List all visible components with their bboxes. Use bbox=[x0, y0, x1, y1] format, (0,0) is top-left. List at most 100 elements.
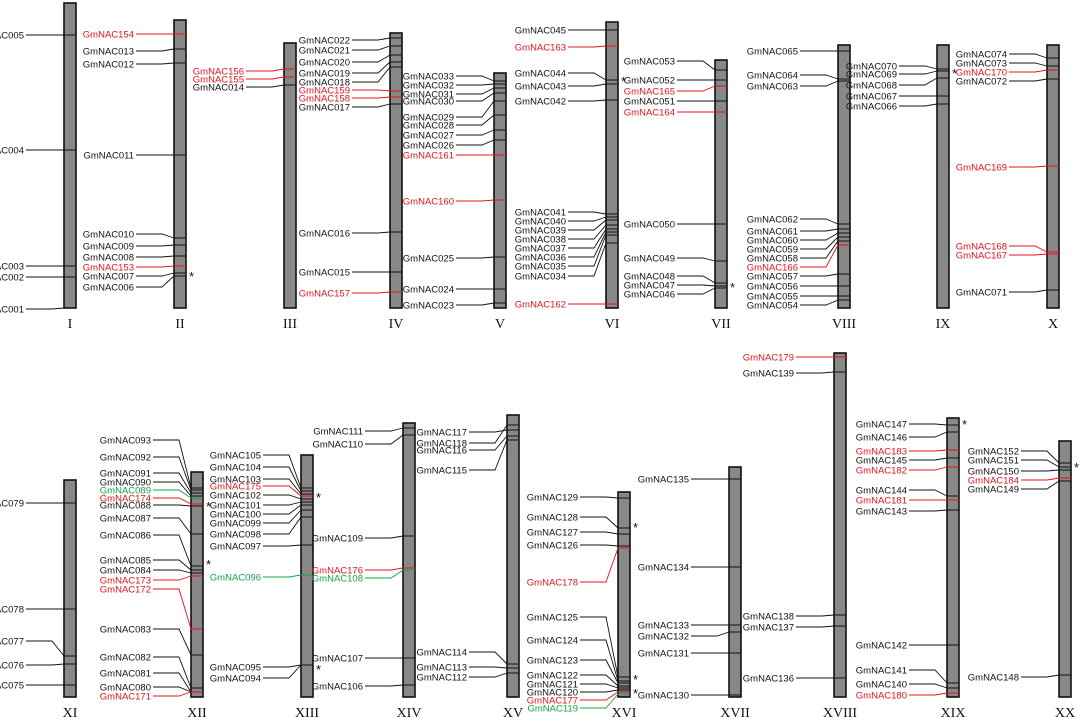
gene-leader-gmnac083 bbox=[153, 628, 192, 656]
gene-label-gmnac009: GmNAC009 bbox=[83, 241, 134, 252]
gene-label-gmnac042: GmNAC042 bbox=[515, 96, 566, 107]
chromosome-label-vii: VII bbox=[711, 317, 731, 332]
gene-label-gmnac163: GmNAC163 bbox=[515, 42, 566, 53]
gene-leader-gmnac146 bbox=[909, 431, 948, 438]
gene-leader-gmnac060 bbox=[800, 232, 839, 241]
gene-leader-gmnac086 bbox=[153, 534, 192, 567]
duplication-star-xiii: * bbox=[316, 490, 321, 505]
gene-leader-gmnac098 bbox=[263, 516, 302, 535]
gene-label-gmnac159: GmNAC159 bbox=[299, 85, 350, 96]
gene-label-gmnac026: GmNAC026 bbox=[403, 140, 454, 151]
gene-leader-gmnac087 bbox=[153, 517, 192, 535]
gene-leader-gmnac023 bbox=[456, 302, 495, 306]
gene-label-gmnac048: GmNAC048 bbox=[624, 271, 675, 282]
chromosome-label-xi: XI bbox=[63, 706, 78, 720]
gene-leader-gmnac054 bbox=[800, 299, 839, 306]
gene-leader-gmnac058 bbox=[800, 240, 839, 259]
gene-label-gmnac108: GmNAC108 bbox=[312, 573, 363, 584]
gene-leader-gmnac157 bbox=[352, 291, 391, 294]
gene-leader-gmnac093 bbox=[153, 439, 192, 489]
gene-leader-gmnac177 bbox=[580, 691, 619, 701]
gene-leader-gmnac110 bbox=[365, 434, 404, 445]
gene-leader-gmnac100 bbox=[263, 504, 302, 515]
gene-label-gmnac112: GmNAC112 bbox=[416, 672, 467, 683]
gene-label-gmnac165: GmNAC165 bbox=[624, 86, 675, 97]
gene-leader-gmnac057 bbox=[800, 273, 839, 277]
gene-leader-gmnac122 bbox=[580, 674, 619, 687]
gene-leader-gmnac175 bbox=[263, 485, 302, 497]
chromosome-label-xv: XV bbox=[503, 706, 523, 720]
gene-label-gmnac101: GmNAC101 bbox=[210, 500, 261, 511]
chromosome-label-xx: XX bbox=[1055, 706, 1075, 720]
gene-label-gmnac066: GmNAC066 bbox=[846, 101, 897, 112]
gene-leader-gmnac092 bbox=[153, 456, 192, 491]
gene-label-gmnac105: GmNAC105 bbox=[210, 450, 261, 461]
gene-leader-gmnac085 bbox=[153, 559, 192, 571]
gene-leader-gmnac076 bbox=[26, 663, 65, 666]
gene-leader-gmnac182 bbox=[909, 466, 948, 471]
chromosome-xii-bar bbox=[190, 471, 204, 698]
gene-leader-gmnac165 bbox=[677, 85, 716, 92]
gene-label-gmnac160: GmNAC160 bbox=[403, 196, 454, 207]
gene-label-gmnac049: GmNAC049 bbox=[624, 253, 675, 264]
gene-label-gmnac135: GmNAC135 bbox=[638, 474, 689, 485]
gene-leader-gmnac176 bbox=[365, 567, 404, 571]
gene-label-gmnac013: GmNAC013 bbox=[83, 46, 134, 57]
gene-label-gmnac155: GmNAC155 bbox=[193, 74, 244, 85]
gene-leader-gmnac158 bbox=[352, 96, 391, 99]
gene-leader-gmnac123 bbox=[580, 659, 619, 684]
gene-leader-gmnac096 bbox=[263, 574, 302, 578]
gene-leader-gmnac167 bbox=[1009, 253, 1048, 256]
gene-label-gmnac179: GmNAC179 bbox=[743, 352, 794, 363]
gene-leader-gmnac139 bbox=[796, 371, 835, 374]
gene-leader-gmnac068 bbox=[899, 77, 938, 86]
gene-label-gmnac018: GmNAC018 bbox=[299, 77, 350, 88]
gene-leader-gmnac074 bbox=[1009, 53, 1048, 59]
gene-leader-gmnac140 bbox=[909, 683, 948, 689]
gene-label-gmnac110: GmNAC110 bbox=[312, 439, 363, 450]
gene-label-gmnac027: GmNAC027 bbox=[403, 130, 454, 141]
gene-label-gmnac115: GmNAC115 bbox=[416, 465, 467, 476]
gene-label-gmnac141: GmNAC141 bbox=[856, 665, 907, 676]
gene-leader-gmnac172 bbox=[153, 588, 192, 630]
gene-label-gmnac059: GmNAC059 bbox=[747, 244, 798, 255]
gene-leader-gmnac069 bbox=[899, 70, 938, 75]
gene-leader-gmnac041 bbox=[568, 211, 607, 215]
gene-label-gmnac119: GmNAC119 bbox=[527, 703, 578, 714]
gene-label-gmnac076: GmNAC076 bbox=[0, 660, 24, 671]
gene-label-gmnac152: GmNAC152 bbox=[968, 446, 1019, 457]
gene-label-gmnac089: GmNAC089 bbox=[100, 485, 151, 496]
gene-leader-gmnac180 bbox=[909, 692, 948, 696]
gene-leader-gmnac104 bbox=[263, 466, 302, 492]
gene-leader-gmnac095 bbox=[263, 664, 302, 668]
gene-label-gmnac106: GmNAC106 bbox=[312, 681, 363, 692]
gene-leader-gmnac020 bbox=[352, 54, 391, 63]
gene-leader-gmnac099 bbox=[263, 509, 302, 524]
gene-leader-gmnac084 bbox=[153, 569, 192, 574]
gene-leader-gmnac030 bbox=[456, 92, 495, 102]
gene-leader-gmnac120 bbox=[580, 689, 619, 693]
gene-label-gmnac129: GmNAC129 bbox=[527, 492, 578, 503]
gene-leader-gmnac105 bbox=[263, 454, 302, 489]
gene-label-gmnac144: GmNAC144 bbox=[856, 485, 907, 496]
gene-label-gmnac107: GmNAC107 bbox=[312, 653, 363, 664]
gene-leader-gmnac021 bbox=[352, 45, 391, 51]
gene-leader-gmnac039 bbox=[568, 219, 607, 231]
gene-label-gmnac038: GmNAC038 bbox=[515, 234, 566, 245]
gene-label-gmnac034: GmNAC034 bbox=[515, 271, 566, 282]
gene-leader-gmnac040 bbox=[568, 216, 607, 222]
gene-label-gmnac145: GmNAC145 bbox=[856, 455, 907, 466]
chromosome-v-bar bbox=[493, 72, 507, 309]
gene-leader-gmnac080 bbox=[153, 686, 192, 693]
duplication-star-xvi: * bbox=[633, 672, 638, 687]
gene-label-gmnac004: GmNAC004 bbox=[0, 145, 24, 156]
gene-leader-gmnac155 bbox=[246, 76, 285, 80]
gene-label-gmnac174: GmNAC174 bbox=[100, 493, 151, 504]
gene-label-gmnac006: GmNAC006 bbox=[83, 282, 134, 293]
gene-label-gmnac118: GmNAC118 bbox=[416, 438, 467, 449]
gene-leader-gmnac119 bbox=[580, 693, 619, 709]
chromosome-label-xiv: XIV bbox=[397, 706, 422, 720]
gene-label-gmnac151: GmNAC151 bbox=[968, 455, 1019, 466]
gene-leader-gmnac183 bbox=[909, 449, 948, 452]
